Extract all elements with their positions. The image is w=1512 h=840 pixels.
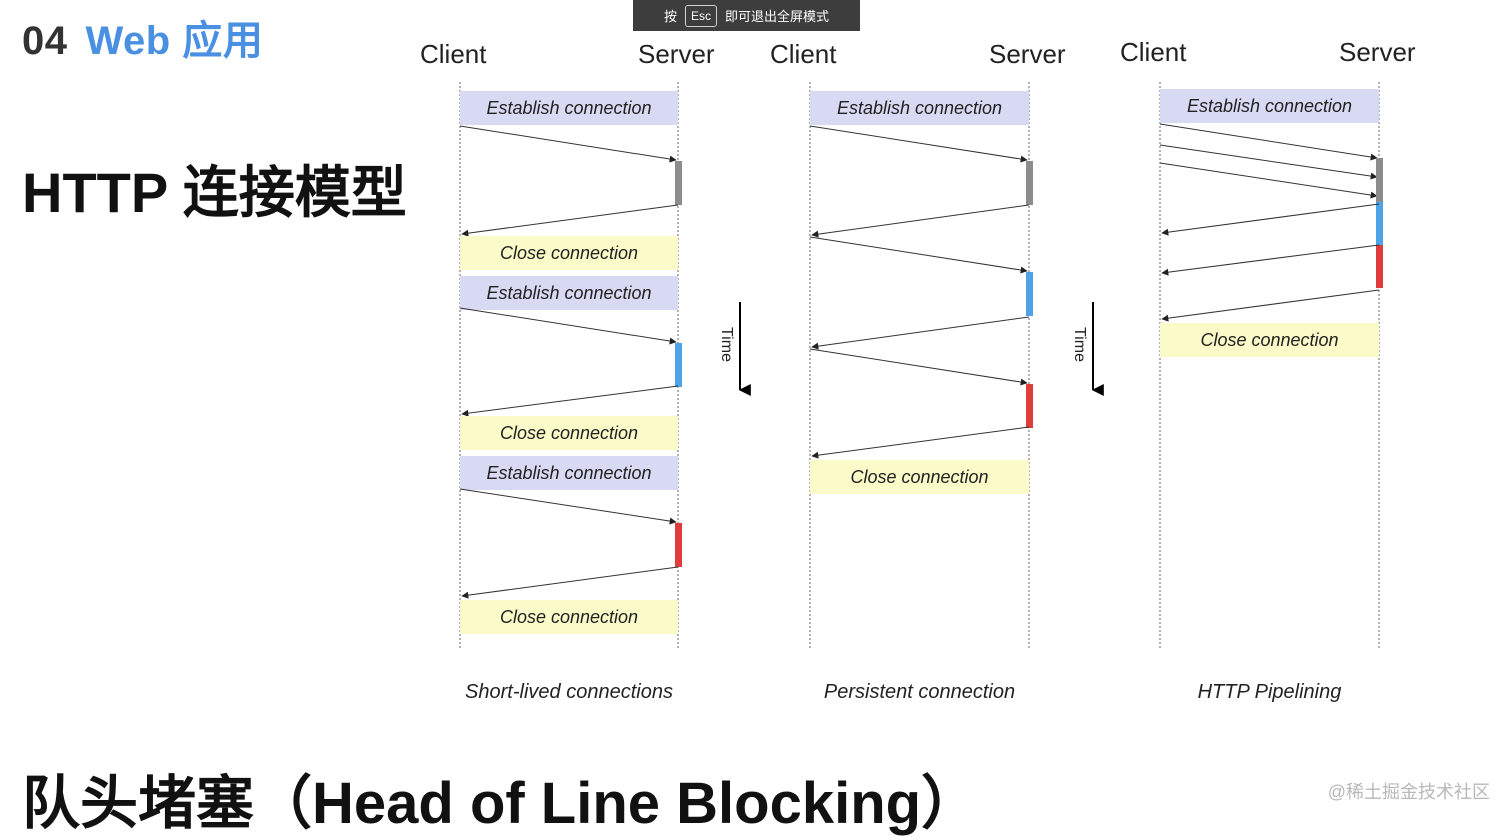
- diagram-3-request-3-arrow: [1159, 162, 1378, 199]
- page-title: HTTP 连接模型: [22, 161, 407, 224]
- section-heading: 04 Web 应用: [22, 8, 263, 66]
- diagram-3-processing-bar-1: [1376, 158, 1383, 202]
- diagram-3-server-label: Server: [1339, 37, 1416, 67]
- diagram-3-request-2-arrow: [1159, 144, 1378, 180]
- diagram-1-cycle-2-request-arrow: [459, 307, 677, 345]
- diagram-2-request-2-processing-bar: [1026, 272, 1033, 316]
- diagram-1-cycle-3-close-label: Close connection: [500, 607, 638, 627]
- diagram-1-cycle-1-request-arrow: [459, 125, 677, 163]
- diagram-2-server-label: Server: [989, 39, 1066, 69]
- section-number: 04: [22, 19, 68, 63]
- diagram-1-cycle-2-close-label: Close connection: [500, 423, 638, 443]
- diagram-1-caption: Short-lived connections: [465, 681, 673, 703]
- toast-prefix: 按: [663, 9, 677, 24]
- diagram-2-caption: Persistent connection: [824, 681, 1015, 703]
- diagram-1-cycle-3-establish: [460, 456, 678, 490]
- diagram-3-processing-bar-3: [1376, 245, 1383, 288]
- diagram-1-cycle-1-establish-label: Establish connection: [486, 98, 651, 118]
- section-title: Web 应用: [85, 19, 264, 63]
- diagram-1-cycle-2-processing-bar: [675, 343, 682, 387]
- diagram-3-close-label: Close connection: [1200, 330, 1338, 350]
- diagram-1-cycle-3-processing-bar: [675, 523, 682, 567]
- time-axis-2-label: Time: [1071, 327, 1088, 362]
- diagram-1-client-label: Client: [420, 39, 487, 69]
- diagram-3-request-1-arrow: [1159, 123, 1378, 161]
- diagram-3-caption: HTTP Pipelining: [1198, 681, 1342, 703]
- diagram-1-cycle-2-establish: [460, 276, 678, 310]
- diagram-1-cycle-3-request-arrow: [459, 488, 677, 525]
- fullscreen-exit-toast: 按 Esc 即可退出全屏模式: [633, 0, 860, 31]
- diagram-1-cycle-1-close-label: Close connection: [500, 243, 638, 263]
- diagram-1-cycle-1-establish: [460, 91, 678, 125]
- toast-suffix: 即可退出全屏模式: [725, 9, 830, 24]
- diagram-1-cycle-3-establish-label: Establish connection: [486, 463, 651, 483]
- diagram-2-request-1-response-arrow: [811, 204, 1030, 238]
- diagram-2-request-2-arrow: [809, 236, 1028, 274]
- diagram-3-establish-label: Establish connection: [1187, 96, 1352, 116]
- diagram-1-server-label: Server: [638, 39, 715, 69]
- watermark: @稀土掘金技术社区: [1327, 782, 1490, 802]
- diagram-1-cycle-2-establish-label: Establish connection: [486, 283, 651, 303]
- diagram-2-request-3-response-arrow: [811, 426, 1030, 459]
- diagram-2-close: [810, 460, 1029, 494]
- esc-key-icon: Esc: [684, 4, 717, 27]
- diagram-3-client-label: Client: [1120, 37, 1187, 67]
- diagram-3-response-1-arrow: [1161, 203, 1380, 236]
- diagram-3-response-3-arrow: [1161, 289, 1380, 322]
- time-axis-1-label: Time: [718, 327, 735, 362]
- diagram-2-request-3-processing-bar: [1026, 384, 1033, 428]
- diagram-1-cycle-1-response-arrow: [461, 204, 679, 237]
- diagram-2-request-2-response-arrow: [811, 316, 1030, 350]
- diagram-1-cycle-1-close: [460, 236, 678, 270]
- diagram-2-establish: [810, 91, 1029, 125]
- diagram-2-request-1-processing-bar: [1026, 161, 1033, 205]
- diagram-1-cycle-2-response-arrow: [461, 385, 679, 417]
- diagram-2-request-1-arrow: [809, 125, 1028, 163]
- diagram-3-close: [1160, 323, 1379, 357]
- diagram-3-processing-bar-2: [1376, 202, 1383, 245]
- diagram-2-request-3-arrow: [809, 348, 1028, 386]
- diagram-1-cycle-3-close: [460, 600, 678, 634]
- diagram-2-close-label: Close connection: [850, 467, 988, 487]
- diagram-3-response-2-arrow: [1161, 244, 1380, 276]
- diagram-1-cycle-2-close: [460, 416, 678, 450]
- diagram-2-client-label: Client: [770, 39, 837, 69]
- diagram-2-establish-label: Establish connection: [837, 98, 1002, 118]
- diagram-1-cycle-1-processing-bar: [675, 161, 682, 205]
- diagram-3-establish: [1160, 89, 1379, 123]
- diagram-1-cycle-3-response-arrow: [461, 566, 679, 599]
